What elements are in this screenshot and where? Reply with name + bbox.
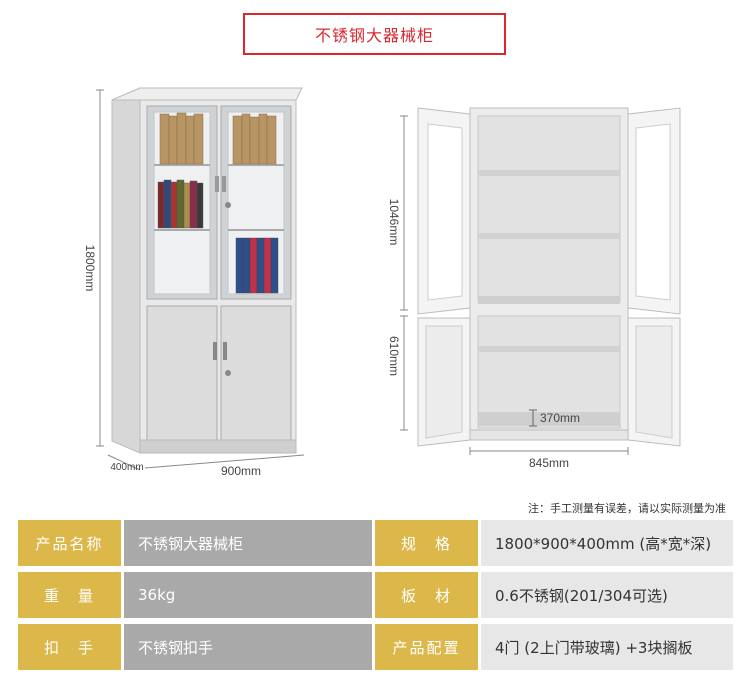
spec-value-material: 0.6不锈钢(201/304可选) xyxy=(481,572,733,618)
spec-label-config: 产品配置 xyxy=(375,624,478,670)
spec-label-material: 板 材 xyxy=(375,572,478,618)
cabinet-open-illustration: 1046mm 610mm 370mm 8 xyxy=(387,107,681,470)
spec-label-size: 规 格 xyxy=(375,520,478,566)
binders xyxy=(235,237,279,294)
spec-value-name: 不锈钢大器械柜 xyxy=(124,520,372,566)
spec-row: 重 量 36kg 板 材 0.6不锈钢(201/304可选) xyxy=(18,572,733,618)
spec-table: 产品名称 不锈钢大器械柜 规 格 1800*900*400mm (高*宽*深) … xyxy=(18,520,733,676)
shelf-gap-label: 370mm xyxy=(540,411,580,425)
spec-value-weight: 36kg xyxy=(124,572,372,618)
inner-width-label: 845mm xyxy=(529,456,569,470)
upper-height-label: 1046mm xyxy=(387,199,401,246)
height-dimension-label: 1800mm xyxy=(83,245,97,292)
spec-value-size: 1800*900*400mm (高*宽*深) xyxy=(481,520,733,566)
depth-dimension-label: 400mm xyxy=(110,462,143,473)
spec-row: 扣 手 不锈钢扣手 产品配置 4门 (2上门带玻璃) +3块搁板 xyxy=(18,624,733,670)
spec-row: 产品名称 不锈钢大器械柜 规 格 1800*900*400mm (高*宽*深) xyxy=(18,520,733,566)
product-title: 不锈钢大器械柜 xyxy=(243,13,506,55)
width-dimension-label: 900mm xyxy=(221,464,261,478)
measurement-note: 注：手工测量有误差，请以实际测量为准 xyxy=(528,502,726,515)
spec-value-config: 4门 (2上门带玻璃) +3块搁板 xyxy=(481,624,733,670)
lower-height-label: 610mm xyxy=(387,336,401,376)
spec-value-handle: 不锈钢扣手 xyxy=(124,624,372,670)
spec-label-weight: 重 量 xyxy=(18,572,121,618)
books-middle xyxy=(157,179,204,229)
cabinet-diagram: 1800mm xyxy=(83,87,681,478)
spec-label-name: 产品名称 xyxy=(18,520,121,566)
cabinet-3d-illustration: 1800mm xyxy=(83,87,305,478)
books-upper xyxy=(159,112,277,165)
spec-label-handle: 扣 手 xyxy=(18,624,121,670)
